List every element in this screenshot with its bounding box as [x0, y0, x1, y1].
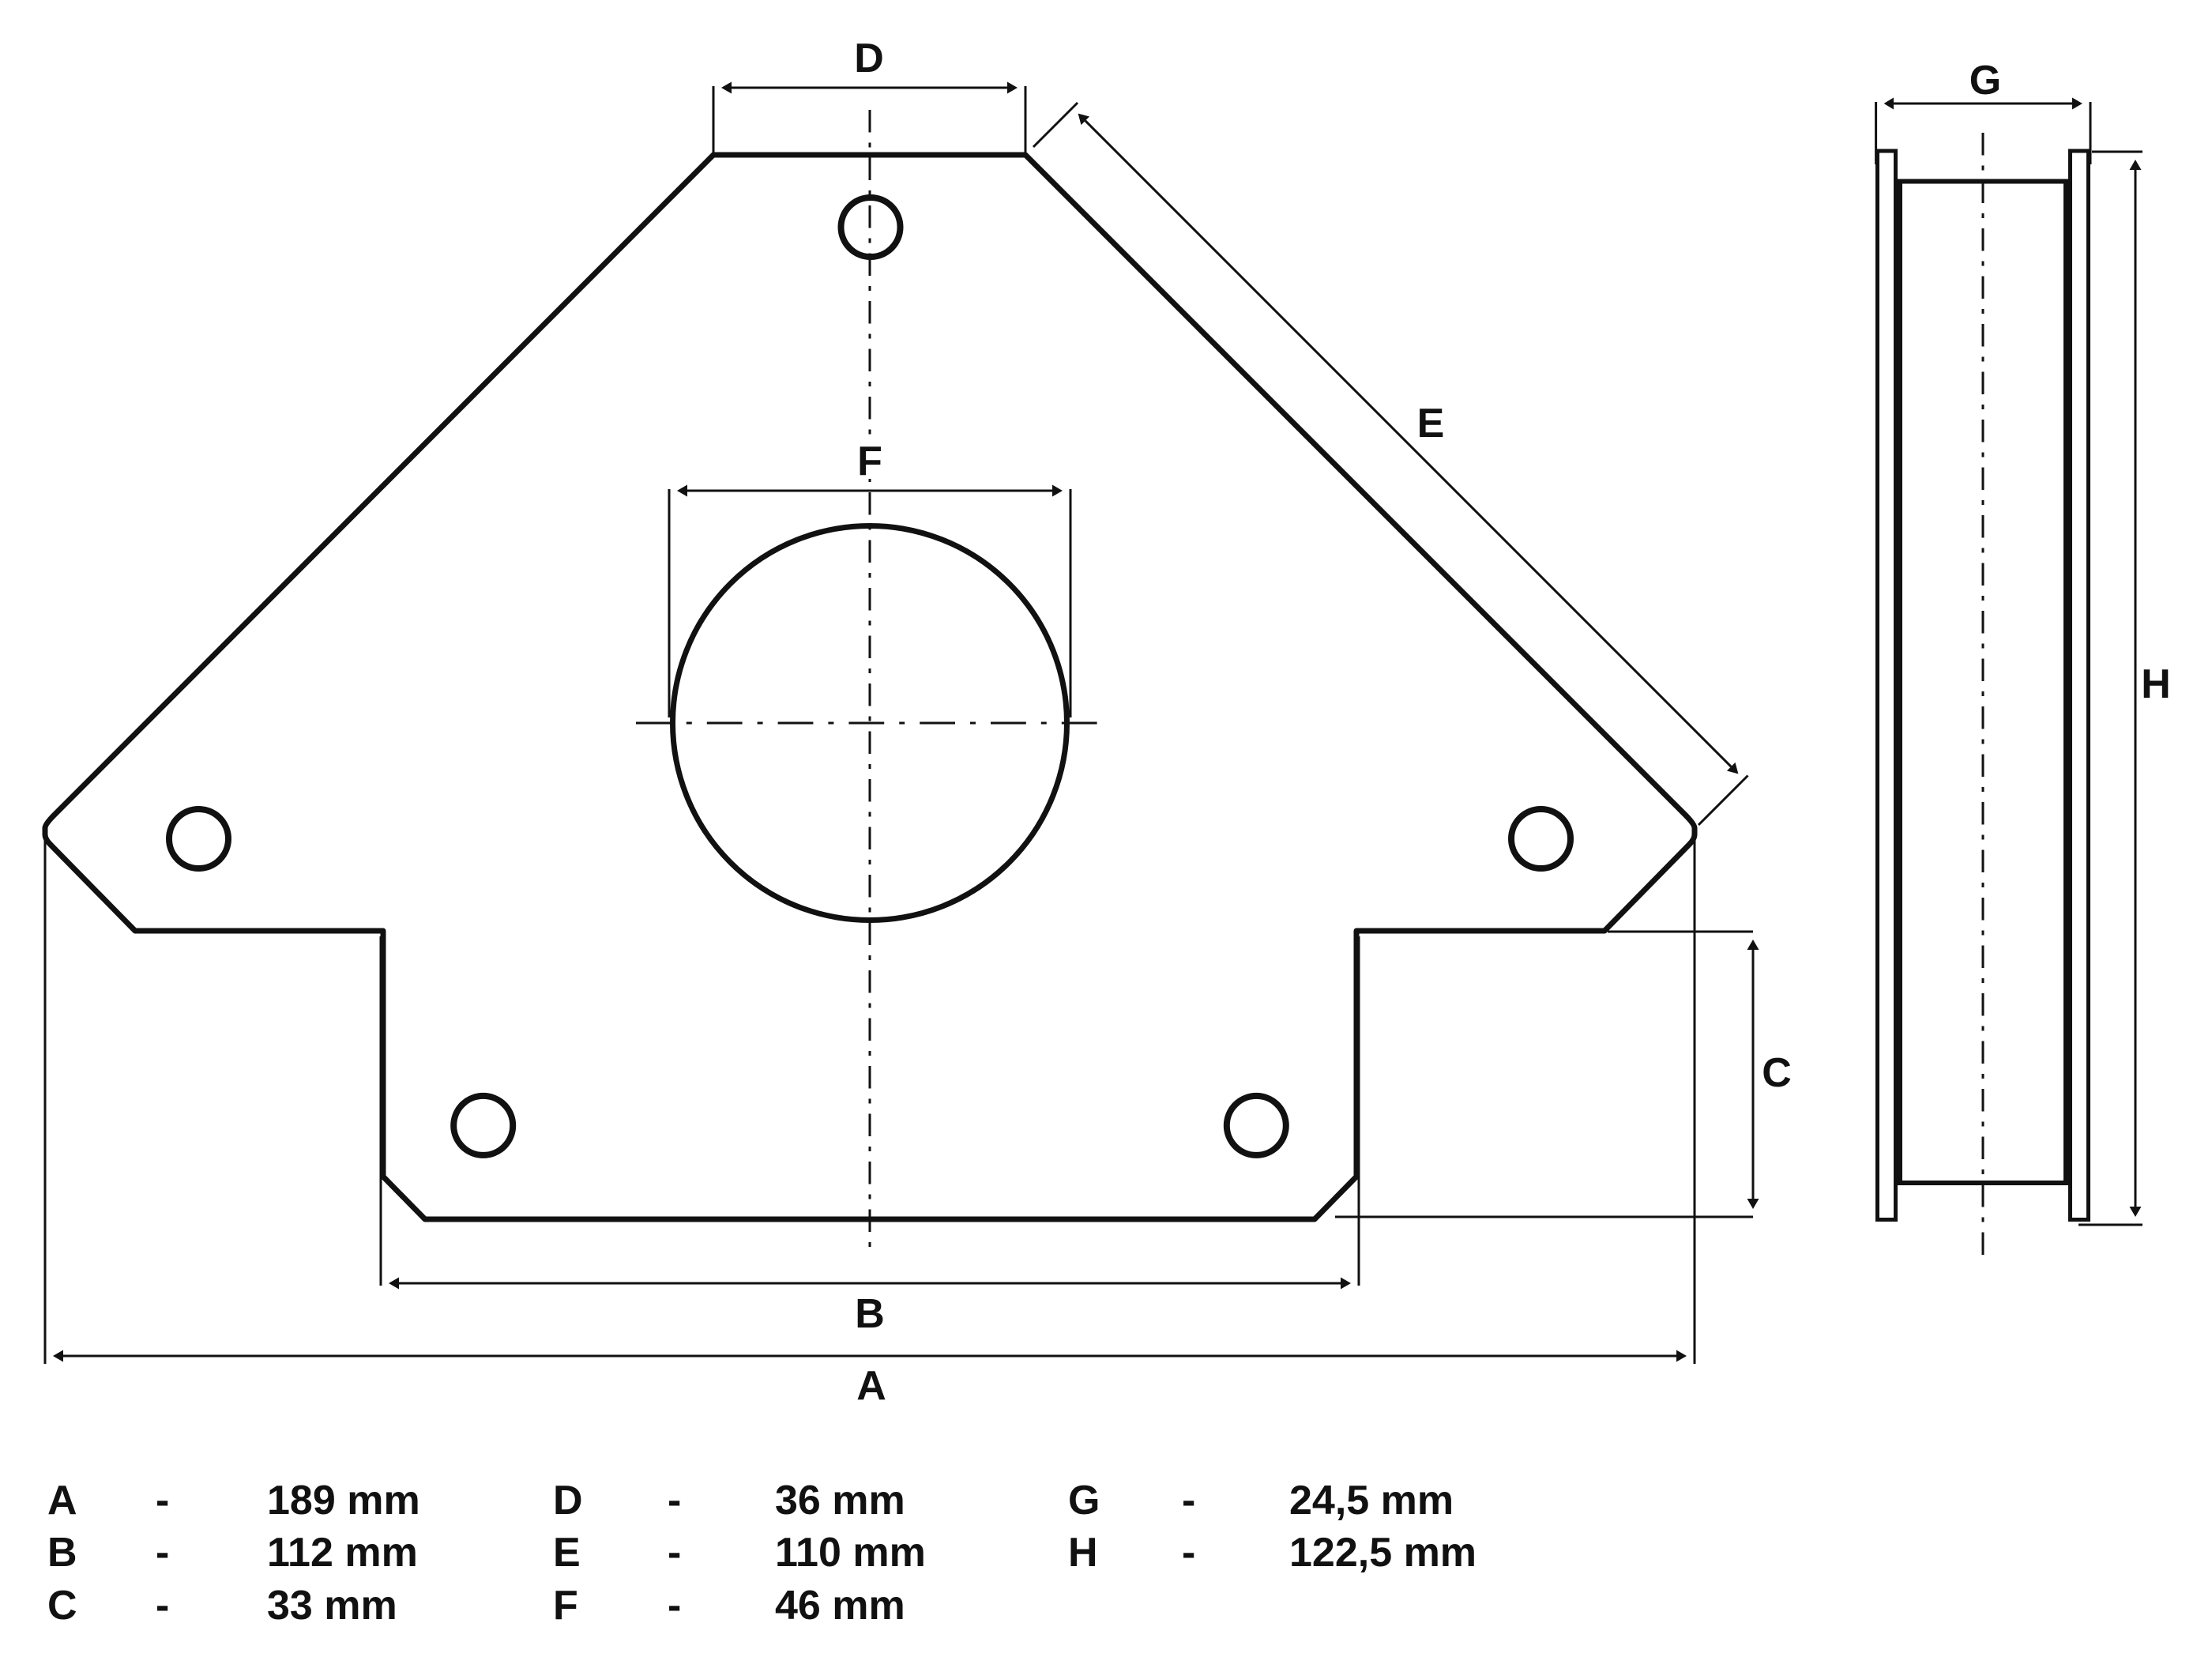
svg-text:-: -	[668, 1478, 681, 1523]
svg-text:G: G	[1969, 58, 2001, 104]
svg-text:E: E	[1417, 401, 1445, 446]
svg-text:H: H	[2141, 661, 2171, 707]
svg-text:E: E	[553, 1530, 581, 1576]
svg-text:C: C	[1762, 1050, 1792, 1096]
svg-text:F: F	[553, 1583, 578, 1629]
svg-text:D: D	[553, 1478, 583, 1523]
svg-text:36 mm: 36 mm	[775, 1478, 905, 1523]
svg-text:46 mm: 46 mm	[775, 1583, 905, 1629]
svg-text:112 mm: 112 mm	[267, 1530, 418, 1576]
svg-text:122,5 mm: 122,5 mm	[1289, 1530, 1477, 1576]
svg-text:A: A	[47, 1478, 77, 1523]
svg-text:H: H	[1068, 1530, 1098, 1576]
svg-text:-: -	[668, 1530, 681, 1576]
svg-text:-: -	[668, 1583, 681, 1629]
svg-text:110 mm: 110 mm	[775, 1530, 926, 1576]
svg-text:33 mm: 33 mm	[267, 1583, 397, 1629]
svg-text:-: -	[1182, 1478, 1195, 1523]
svg-text:24,5 mm: 24,5 mm	[1289, 1478, 1454, 1523]
svg-text:189 mm: 189 mm	[267, 1478, 420, 1523]
svg-text:B: B	[855, 1291, 885, 1337]
svg-text:-: -	[156, 1530, 169, 1576]
svg-text:F: F	[857, 439, 882, 484]
svg-text:-: -	[1182, 1530, 1195, 1576]
svg-text:D: D	[854, 36, 884, 81]
svg-text:B: B	[47, 1530, 77, 1576]
svg-text:G: G	[1068, 1478, 1100, 1523]
svg-text:-: -	[156, 1583, 169, 1629]
svg-text:A: A	[856, 1363, 886, 1409]
svg-text:C: C	[47, 1583, 77, 1629]
svg-text:-: -	[156, 1478, 169, 1523]
